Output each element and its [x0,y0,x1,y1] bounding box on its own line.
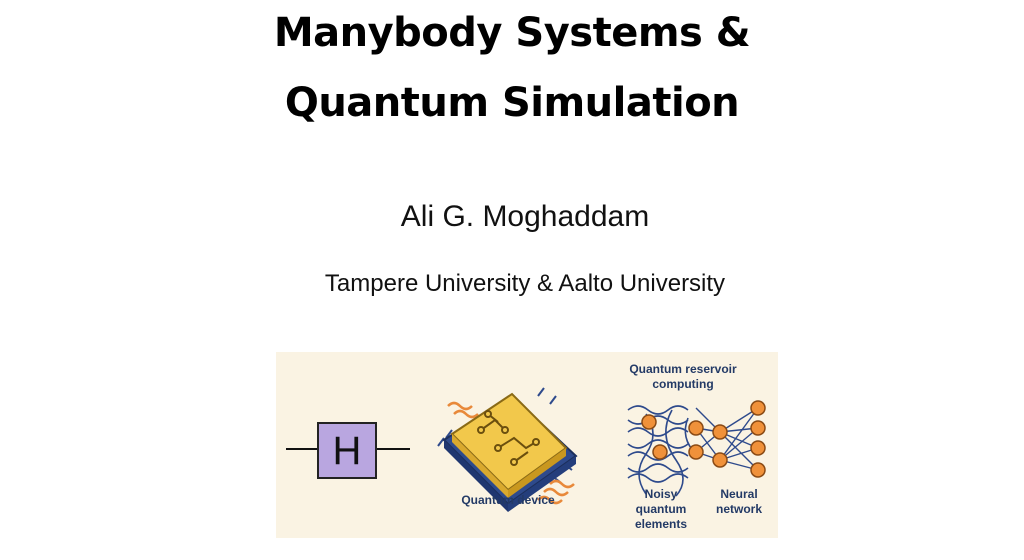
neural-label-line-2: network [716,502,762,516]
gate-label: H [333,429,362,473]
title-figure: H [276,352,778,538]
affiliation: Tampere University & Aalto University [324,270,726,297]
quantum-chip-icon: Quantum device [437,387,578,512]
title-line-1: Manybody Systems & [273,10,751,56]
reservoir-title-line-2: computing [652,377,713,391]
noisy-label-line-2: quantum [636,502,687,516]
title-line-2: Quantum Simulation [284,80,740,126]
neural-label-line-1: Neural [720,487,757,501]
device-caption: Quantum device [461,493,555,507]
noisy-label-line-1: Noisy [645,487,678,501]
reservoir-network-icon: Quantum reservoir computing [627,362,766,531]
hadamard-gate-icon: H [286,422,410,479]
noisy-label-line-3: elements [635,517,687,531]
reservoir-title-line-1: Quantum reservoir [629,362,737,376]
author-name: Ali G. Moghaddam [400,200,650,233]
